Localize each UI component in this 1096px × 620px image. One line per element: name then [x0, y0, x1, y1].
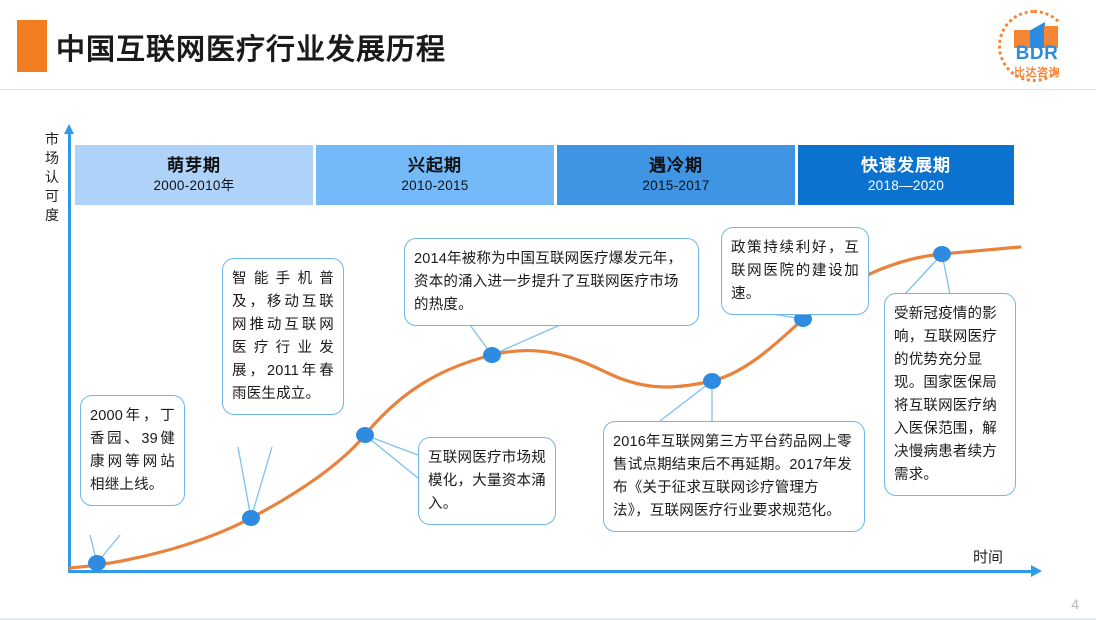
leader-line-scale-b: [364, 434, 419, 479]
x-axis-line: [68, 570, 1033, 573]
leader-line-covid-a: [904, 253, 943, 295]
leader-line-2000a: [89, 534, 98, 564]
leader-line-scale-a: [364, 434, 419, 456]
callout-2011-mobile[interactable]: 智能手机普及，移动互联网推动互联网医疗行业发展，2011年春雨医生成立。: [222, 258, 344, 415]
y-axis-char: 度: [45, 207, 59, 223]
logo-bar-3: [1044, 26, 1058, 48]
footer-divider: [0, 618, 1096, 620]
callout-policy-support[interactable]: 政策持续利好，互联网医院的建设加速。: [721, 227, 869, 315]
title-accent-bar: [17, 20, 47, 72]
phase-name: 快速发展期: [861, 156, 951, 175]
logo-ring-icon: [998, 10, 1070, 82]
callout-2016-regulation[interactable]: 2016年互联网第三方平台药品网上零售试点期结束后不再延期。2017年发布《关于…: [603, 421, 865, 532]
phase-band-yulengqi[interactable]: 遇冷期 2015-2017: [557, 145, 795, 205]
y-axis-line: [68, 132, 71, 572]
x-axis-arrow-icon: [1031, 565, 1042, 577]
phase-band-kuaisufazhanqi[interactable]: 快速发展期 2018—2020: [798, 145, 1014, 205]
phase-years: 2010-2015: [401, 178, 469, 193]
leader-line-covid-b: [941, 253, 951, 295]
callout-2014-outbreak[interactable]: 2014年被称为中国互联网医疗爆发元年，资本的涌入进一步提升了互联网医疗市场的热…: [404, 238, 699, 326]
leader-line-2011a: [237, 446, 252, 519]
phase-years: 2000-2010年: [153, 178, 235, 193]
y-axis-char: 认: [45, 169, 59, 185]
marker-2000: [88, 555, 106, 571]
callout-2000-websites[interactable]: 2000年，丁香园、39健康网等网站相继上线。: [80, 395, 185, 506]
callout-covid-insurance[interactable]: 受新冠疫情的影响，互联网医疗的优势充分显现。国家医保局将互联网医疗纳入医保范围，…: [884, 293, 1016, 496]
y-axis-label: 市 场 认 可 度: [41, 130, 63, 225]
marker-covid: [933, 246, 951, 262]
marker-2016: [703, 373, 721, 389]
y-axis-char: 场: [45, 150, 59, 166]
marker-2014: [483, 347, 501, 363]
leader-line-2014b: [491, 324, 561, 356]
phase-name: 兴起期: [408, 156, 462, 175]
x-axis-label: 时间: [973, 549, 1004, 566]
phase-name: 萌芽期: [167, 156, 221, 175]
marker-market-scale: [356, 427, 374, 443]
bdr-logo: BDR 比达咨询: [994, 8, 1080, 84]
phase-band-mengyaqi[interactable]: 萌芽期 2000-2010年: [75, 145, 313, 205]
y-axis-arrow-icon: [64, 124, 74, 134]
leader-line-2014a: [469, 324, 493, 356]
phase-years: 2018—2020: [867, 178, 945, 193]
leader-line-2016b: [659, 380, 713, 422]
phase-years: 2015-2017: [642, 178, 710, 193]
phase-band-xingqiqi[interactable]: 兴起期 2010-2015: [316, 145, 554, 205]
logo-barchart-icon: [1014, 22, 1058, 48]
logo-bar-1: [1014, 30, 1031, 48]
header-divider: [0, 89, 1096, 90]
y-axis-char: 市: [45, 131, 59, 147]
callout-market-scale[interactable]: 互联网医疗市场规模化，大量资本涌入。: [418, 437, 556, 525]
phase-name: 遇冷期: [649, 156, 703, 175]
logo-bar-2: [1030, 22, 1045, 48]
slide-header: 中国互联网医疗行业发展历程: [0, 0, 1096, 90]
page-number: 4: [1071, 596, 1079, 612]
leader-line-2011b: [250, 446, 273, 519]
leader-line-2000b: [96, 534, 121, 564]
logo-wordmark: BDR: [1015, 43, 1059, 64]
y-axis-char: 可: [45, 188, 59, 204]
logo-subtitle: 比达咨询: [1014, 67, 1060, 79]
page-title: 中国互联网医疗行业发展历程: [56, 34, 447, 66]
marker-2011: [242, 510, 260, 526]
